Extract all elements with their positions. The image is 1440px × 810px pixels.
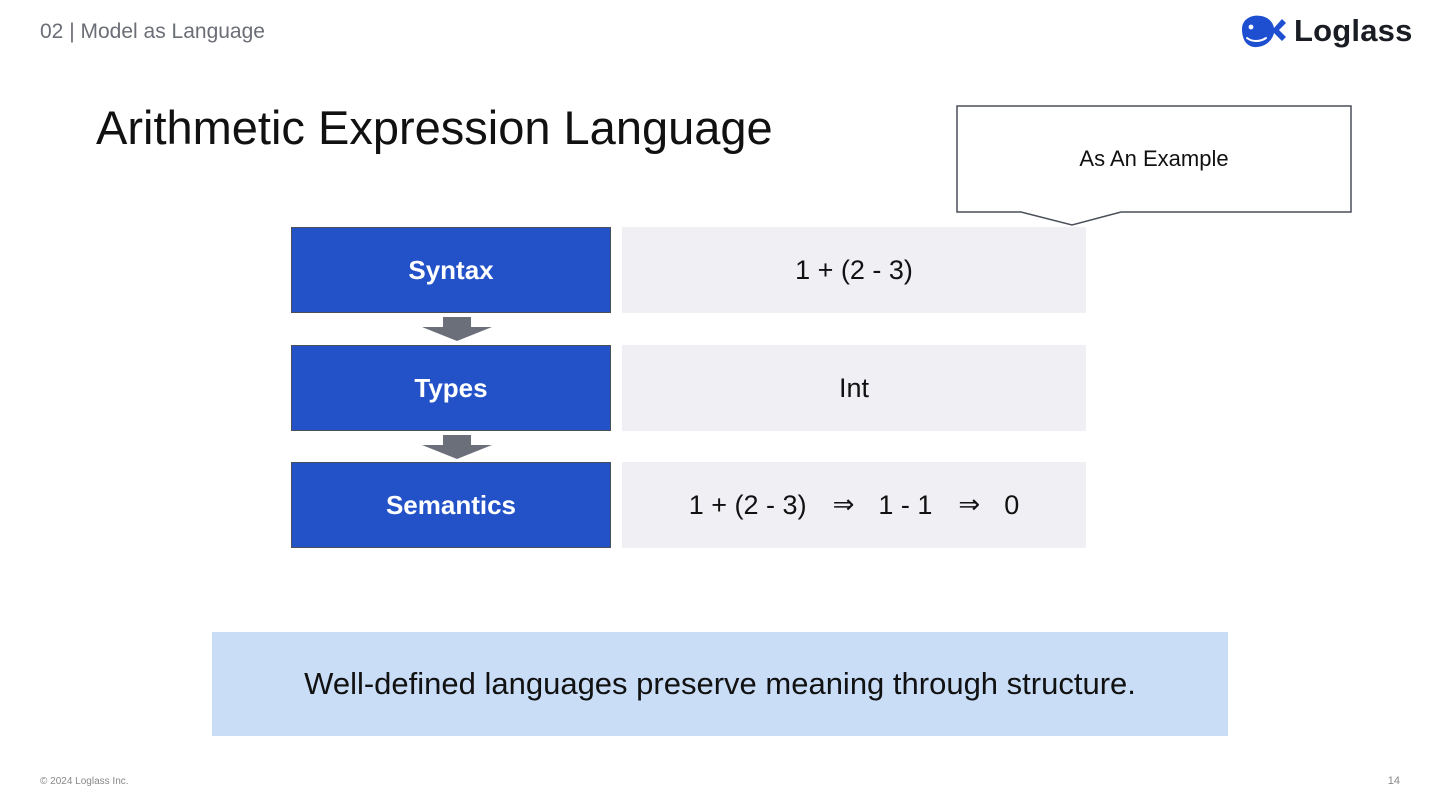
callout-bubble-shape bbox=[956, 105, 1352, 226]
example-callout: As An Example bbox=[956, 105, 1352, 226]
section-label: 02 | Model as Language bbox=[40, 20, 265, 43]
evaluation-step: 1 + (2 - 3) bbox=[688, 489, 807, 520]
brand-logo: Loglass bbox=[1238, 11, 1413, 51]
syntax-value: 1 + (2 - 3) bbox=[622, 227, 1086, 313]
down-arrow-icon bbox=[422, 435, 492, 459]
implies-arrow: ⇒ bbox=[832, 490, 855, 520]
evaluation-step: 1 - 1 bbox=[878, 489, 933, 520]
implies-arrow: ⇒ bbox=[958, 490, 981, 520]
semantics-value: 1 + (2 - 3) ⇒ 1 - 1 ⇒ 0 bbox=[622, 462, 1086, 548]
slide-title: Arithmetic Expression Language bbox=[96, 101, 773, 154]
footer-copyright: © 2024 Loglass Inc. bbox=[40, 776, 129, 787]
evaluation-result: 0 bbox=[1004, 489, 1020, 520]
whale-logo-icon bbox=[1242, 15, 1286, 48]
syntax-label: Syntax bbox=[291, 227, 611, 313]
brand-name: Loglass bbox=[1294, 13, 1413, 48]
types-label: Types bbox=[291, 345, 611, 431]
semantics-label: Semantics bbox=[291, 462, 611, 548]
down-arrow-icon bbox=[422, 317, 492, 341]
page-number: 14 bbox=[1387, 775, 1400, 787]
callout-text: As An Example bbox=[1079, 146, 1229, 171]
evaluation-steps: 1 + (2 - 3) ⇒ 1 - 1 ⇒ 0 bbox=[689, 490, 1019, 521]
summary-banner: Well-defined languages preserve meaning … bbox=[212, 632, 1228, 736]
types-value: Int bbox=[622, 345, 1086, 431]
